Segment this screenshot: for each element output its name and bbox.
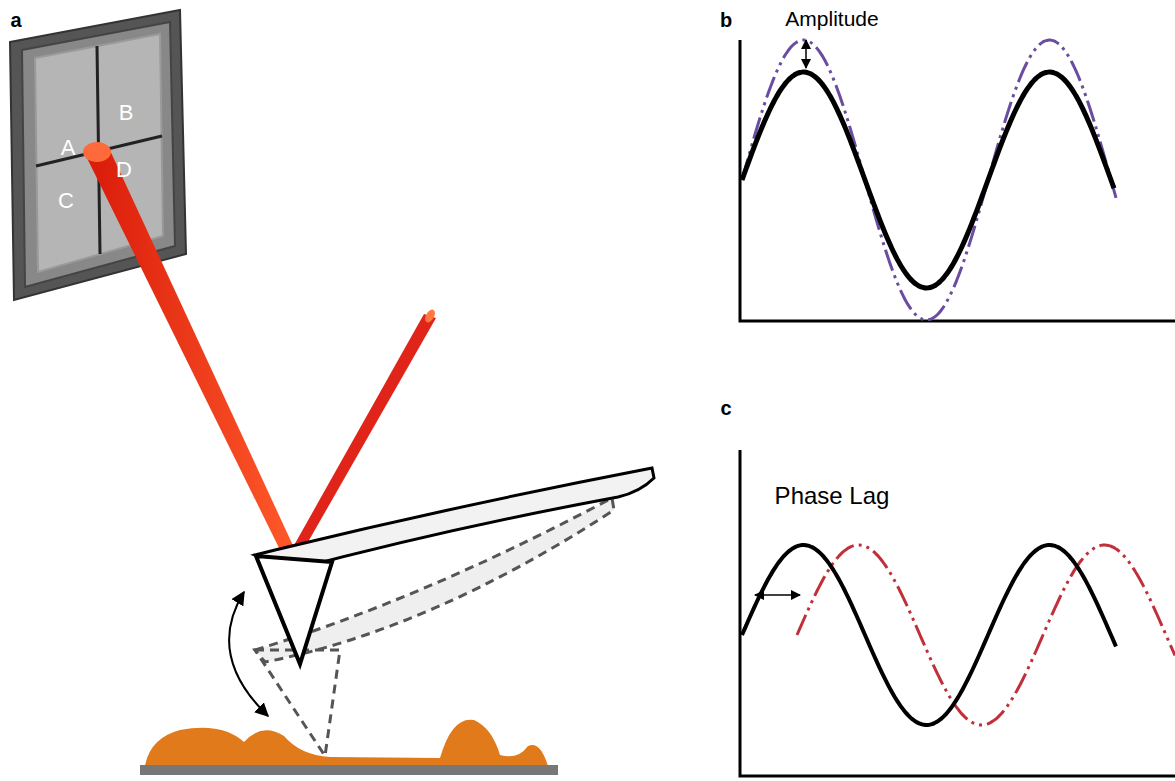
damped-oscillation	[742, 72, 1114, 288]
quadrant-label: A	[61, 137, 76, 159]
quadrant-label: C	[58, 190, 74, 212]
plot-title: Amplitude	[785, 8, 878, 29]
deflected-cantilever	[255, 498, 614, 756]
waveforms	[742, 40, 1175, 725]
photodetector	[10, 10, 186, 300]
phase-arrow	[755, 594, 800, 596]
amplitude-arrow	[805, 40, 807, 68]
plot-title: Phase Lag	[775, 484, 890, 508]
panel-letter: a	[10, 10, 21, 30]
panel-letter: b	[720, 10, 732, 30]
panel-letter: c	[720, 398, 731, 418]
quadrant-label: B	[119, 102, 134, 124]
laser-beam	[83, 142, 437, 558]
sample	[140, 720, 558, 775]
plot-axes	[740, 40, 1175, 776]
free-oscillation	[742, 40, 1116, 320]
reference-oscillation	[742, 545, 1116, 725]
quadrant-label: D	[116, 159, 132, 181]
cantilever	[255, 468, 654, 664]
oscillation-arrow	[229, 592, 268, 716]
